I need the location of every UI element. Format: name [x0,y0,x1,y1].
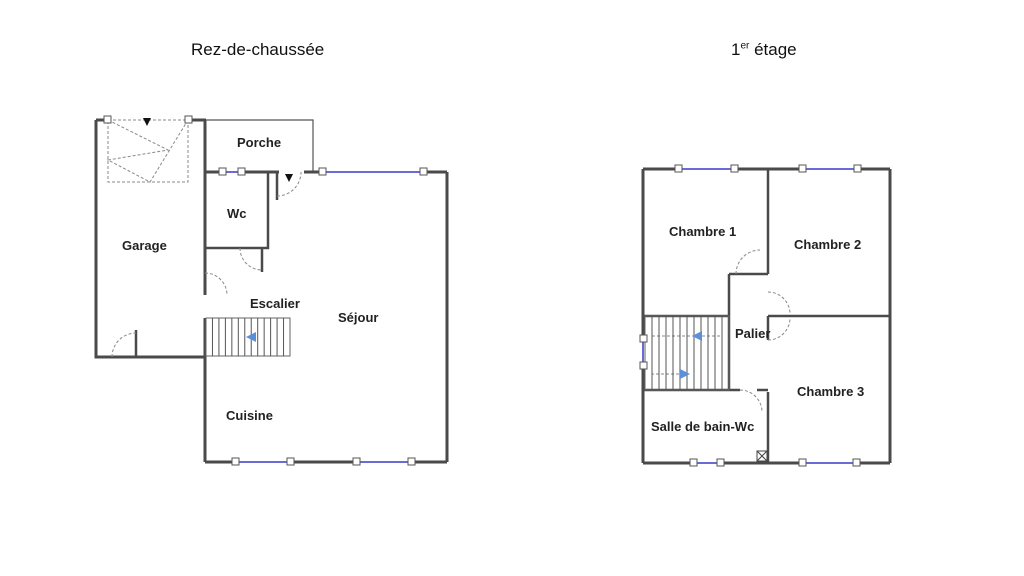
ground-window-posts [103,115,428,466]
ground-floor-title-text: Rez-de-chaussée [191,40,325,59]
ff-stairs-arrow-down-icon [680,369,690,379]
room-label-sejour: Séjour [338,310,378,325]
ground-stairs-arrow-icon [246,332,256,342]
first-floor-windows [642,168,857,464]
room-label-escalier: Escalier [250,296,300,311]
room-label-chambre1: Chambre 1 [669,224,736,239]
garage-door-arc [111,332,137,358]
wc-door-arc [239,247,263,271]
ground-floor-plan [94,118,449,464]
wc-walls [205,172,270,250]
garage-entry-arrow-icon [143,118,151,126]
ff-stairs-arrow-up-icon [692,331,702,341]
ff-door-arc-ch2 [767,291,791,315]
ground-floor-title: Rez-de-chaussée [191,40,324,60]
room-label-palier: Palier [735,326,770,341]
garage-inner-door-arc [204,272,228,296]
room-label-chambre3: Chambre 3 [797,384,864,399]
room-label-porche: Porche [237,135,281,150]
ff-stairs-path [651,335,720,375]
first-floor-title: 1er étage [731,40,797,60]
room-label-wc: Wc [227,206,247,221]
first-floor-title-num: 1 [731,40,741,59]
garage-door-zigzag [106,119,189,183]
first-floor-title-rest: étage [749,40,797,59]
garage-door-opening [107,119,189,183]
ff-door-arc-sdb [739,389,763,413]
room-label-garage: Garage [122,238,167,253]
ff-vent-icon [756,450,768,462]
room-label-cuisine: Cuisine [226,408,273,423]
room-label-chambre2: Chambre 2 [794,237,861,252]
house-entry-arrow-icon [285,174,293,182]
ff-door-arc-ch1 [735,249,761,275]
ground-stairs [205,317,291,357]
garage-walls [94,120,206,359]
first-floor-title-sup: er [740,40,750,52]
first-floor-plan [641,167,892,465]
ff-door-arc-palier [767,317,791,341]
ground-floor-windows [222,171,423,463]
ff-window-posts [639,164,862,467]
porche-outline [206,119,314,172]
room-label-sdb: Salle de bain-Wc [651,419,754,434]
ff-stair-treads [651,316,723,390]
